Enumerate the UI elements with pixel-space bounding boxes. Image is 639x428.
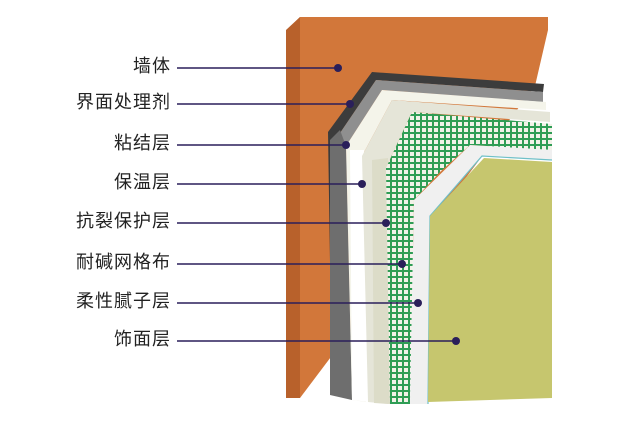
- leader-dot: [414, 299, 422, 307]
- leader-dot: [382, 219, 390, 227]
- layer-label: 耐碱网格布: [76, 252, 171, 273]
- bonding-layer: [338, 80, 543, 400]
- layer-label: 饰面层: [114, 329, 171, 350]
- layer-label: 粘结层: [114, 133, 171, 154]
- leader-dot: [346, 100, 354, 108]
- leader-dot: [342, 141, 350, 149]
- leader-lines: [177, 64, 460, 345]
- layer-label: 墙体: [133, 56, 171, 77]
- layer-label: 抗裂保护层: [76, 211, 171, 232]
- putty-layer: [410, 145, 552, 404]
- layer-label: 保温层: [114, 172, 171, 193]
- layer-label: 柔性腻子层: [76, 291, 171, 312]
- layer-label: 界面处理剂: [76, 92, 171, 113]
- leader-dot: [398, 260, 406, 268]
- bonding-layer-front: [330, 130, 352, 400]
- leader-dot: [358, 180, 366, 188]
- alkali-mesh-layer: [386, 112, 552, 404]
- leader-dot: [334, 64, 342, 72]
- leader-dot: [452, 337, 460, 345]
- insulation-layer: [346, 90, 546, 402]
